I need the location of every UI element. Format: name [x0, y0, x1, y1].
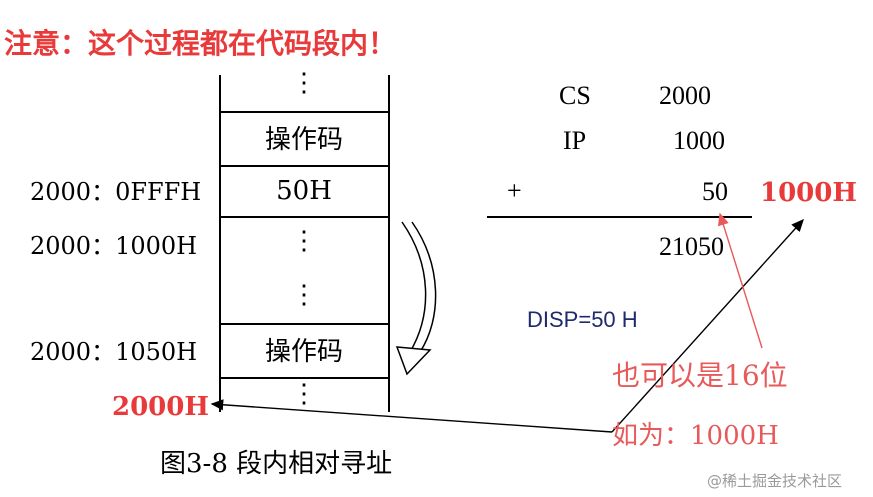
ellipsis-cell: ⋮: [291, 379, 317, 409]
disp-label: DISP=50 H: [527, 307, 638, 332]
page-title: 注意：这个过程都在代码段内！: [4, 27, 397, 60]
watermark: @稀土掘金技术社区: [707, 472, 843, 490]
ip-label: IP: [563, 126, 587, 155]
jump-arrow: [401, 221, 427, 353]
ip-value: 1000: [673, 126, 725, 155]
cs-value: 2000: [659, 81, 711, 110]
base-arrow: [210, 399, 613, 433]
cs-label: CS: [559, 81, 591, 110]
result-value: 21050: [659, 232, 724, 261]
opcode-cell: 操作码: [264, 125, 343, 155]
jump-arrow-head: [395, 346, 432, 376]
offset-value: 50: [702, 177, 728, 206]
address-label: 2000：1050H: [30, 338, 198, 366]
jump-arrow: [411, 221, 437, 353]
opcode-cell: 操作码: [264, 337, 343, 367]
ellipsis-cell: ⋮: [291, 226, 317, 256]
ip-arrow: [611, 218, 804, 433]
ellipsis-cell: ⋮: [291, 280, 317, 310]
plus-sign: +: [507, 176, 522, 205]
new-ip-label: 1000H: [760, 178, 857, 208]
figure-caption: 图3-8 段内相对寻址: [160, 449, 393, 479]
address-label: 2000：0FFFH: [30, 178, 202, 206]
note-line-1: 也可以是16位: [612, 359, 788, 392]
base-address-label: 2000H: [112, 392, 209, 422]
ellipsis-cell: ⋮: [291, 68, 317, 98]
note-line-2: 如为：1000H: [612, 421, 779, 451]
disp-cell: 50H: [276, 176, 332, 206]
note-arrow: [718, 212, 763, 349]
address-label: 2000：1000H: [30, 232, 198, 260]
